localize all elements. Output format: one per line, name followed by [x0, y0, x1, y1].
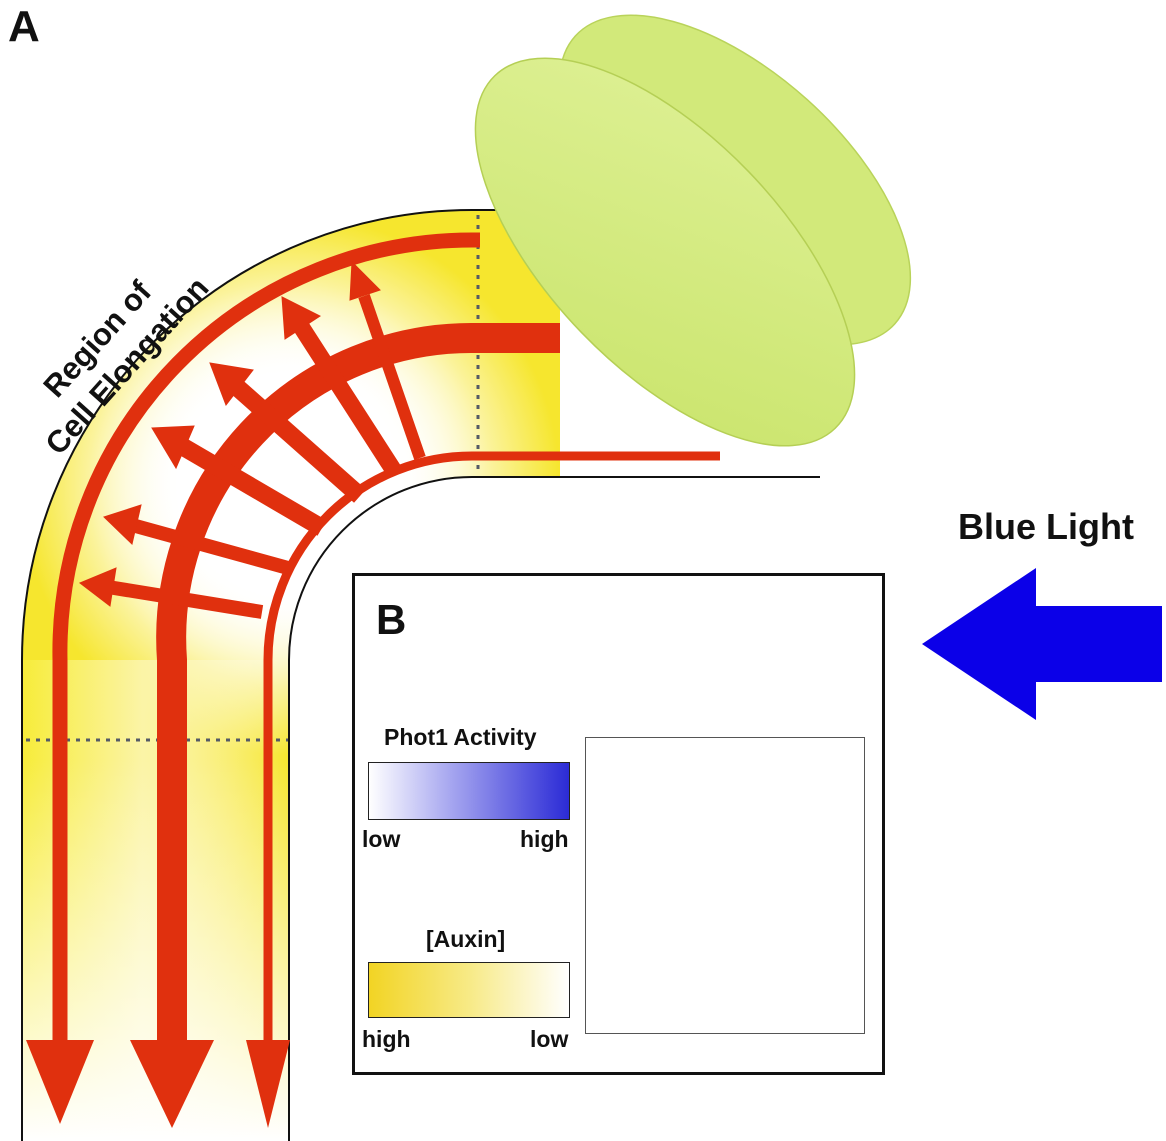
outer-arrowhead	[26, 1040, 94, 1124]
auxin-gradient-bar	[368, 962, 570, 1018]
blue-light-arrow	[922, 568, 1162, 720]
phot1-low-label: low	[362, 826, 401, 852]
phot1-activity-gradient-bar	[368, 762, 570, 820]
panel-a-label: A	[8, 2, 40, 51]
inner-arrowhead	[246, 1040, 290, 1128]
auxin-high-label: high	[362, 1026, 411, 1052]
blue-light-label: Blue Light	[958, 506, 1134, 547]
auxin-title: [Auxin]	[426, 926, 506, 952]
phot1-high-label: high	[520, 826, 569, 852]
outer-auxin-stream	[52, 232, 480, 1048]
cotyledons	[474, 14, 912, 447]
lateral-redistribution-arrows	[79, 260, 426, 619]
front-cotyledon	[474, 57, 856, 447]
micrograph-frame	[585, 737, 865, 1034]
central-arrowhead	[130, 1040, 214, 1128]
inner-auxin-stream	[263, 451, 720, 1055]
panel-b-label: B	[376, 596, 407, 643]
auxin-arrowheads	[26, 1040, 290, 1128]
auxin-low-label: low	[530, 1026, 569, 1052]
phot1-activity-title: Phot1 Activity	[384, 724, 537, 750]
